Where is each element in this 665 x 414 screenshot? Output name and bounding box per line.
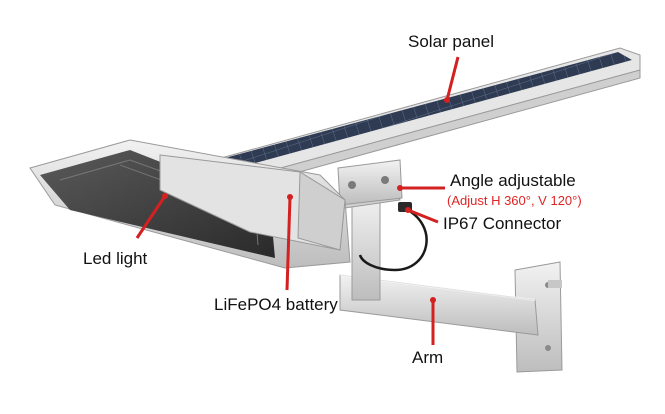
callout-led-light xyxy=(135,195,167,239)
solar-panel xyxy=(184,47,641,199)
label-connector: IP67 Connector xyxy=(443,214,562,233)
wall-bracket xyxy=(514,261,563,373)
label-angle-adjustable: Angle adjustable xyxy=(450,171,576,190)
callout-battery xyxy=(285,196,292,291)
label-solar-panel: Solar panel xyxy=(408,32,495,51)
battery-box xyxy=(159,154,346,251)
callout-connector xyxy=(407,208,439,224)
callout-solar-panel xyxy=(445,56,460,101)
label-battery: LiFePO4 battery xyxy=(214,295,338,314)
label-angle-detail: (Adjust H 360°, V 120°) xyxy=(447,193,582,208)
cable xyxy=(358,206,428,272)
callout-lines xyxy=(135,56,460,345)
angle-bracket xyxy=(337,159,403,206)
callout-dots xyxy=(162,97,450,303)
label-led-light: Led light xyxy=(83,249,148,268)
label-arm: Arm xyxy=(412,348,444,367)
